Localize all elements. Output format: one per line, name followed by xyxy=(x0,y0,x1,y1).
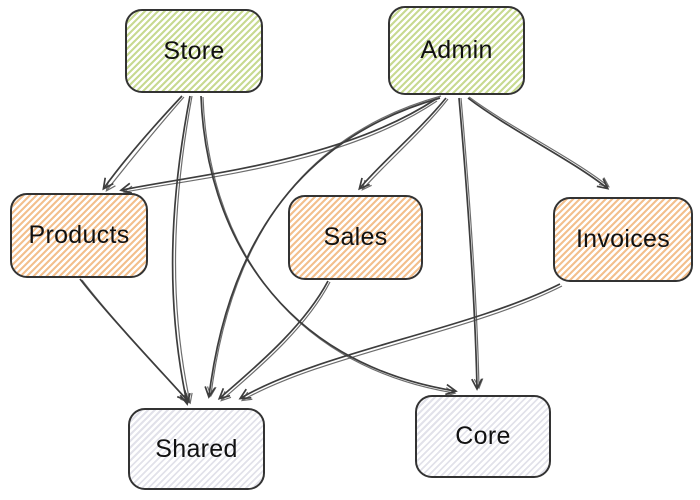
node-shared-label: Shared xyxy=(155,434,238,463)
edge-admin-invoices-sketch xyxy=(468,96,610,188)
edge-sales-shared-sketch xyxy=(220,281,331,402)
edge-admin-invoices xyxy=(467,97,610,190)
edge-admin-products xyxy=(119,98,437,194)
node-core-label: Core xyxy=(455,422,511,450)
node-shared: Shared xyxy=(128,408,265,490)
edge-store-products xyxy=(102,95,183,191)
edge-store-products-sketch xyxy=(105,96,185,192)
edge-admin-sales xyxy=(358,97,447,191)
node-store: Store xyxy=(125,9,263,93)
edge-invoices-shared xyxy=(238,283,561,400)
node-core: Core xyxy=(415,395,551,478)
edge-products-shared-sketch xyxy=(81,279,191,404)
edge-store-core-sketch xyxy=(202,96,457,397)
edge-admin-products-sketch xyxy=(122,100,438,195)
node-products: Products xyxy=(10,193,148,278)
edge-invoices-shared-sketch xyxy=(240,285,563,402)
edge-store-shared-sketch xyxy=(174,95,193,405)
node-admin-label: Admin xyxy=(420,36,493,64)
node-products-label: Products xyxy=(28,221,130,249)
node-admin: Admin xyxy=(388,6,525,95)
edge-sales-shared xyxy=(217,280,329,400)
node-store-label: Store xyxy=(163,36,225,65)
edge-admin-core xyxy=(458,97,483,391)
edge-admin-sales-sketch xyxy=(361,98,449,191)
edge-store-shared xyxy=(171,95,191,406)
edge-admin-core-sketch xyxy=(460,97,484,390)
node-sales-label: Sales xyxy=(323,223,388,251)
node-invoices-label: Invoices xyxy=(575,225,671,253)
edge-admin-shared-sketch xyxy=(206,95,442,398)
node-invoices: Invoices xyxy=(553,197,693,282)
node-sales: Sales xyxy=(288,195,423,280)
